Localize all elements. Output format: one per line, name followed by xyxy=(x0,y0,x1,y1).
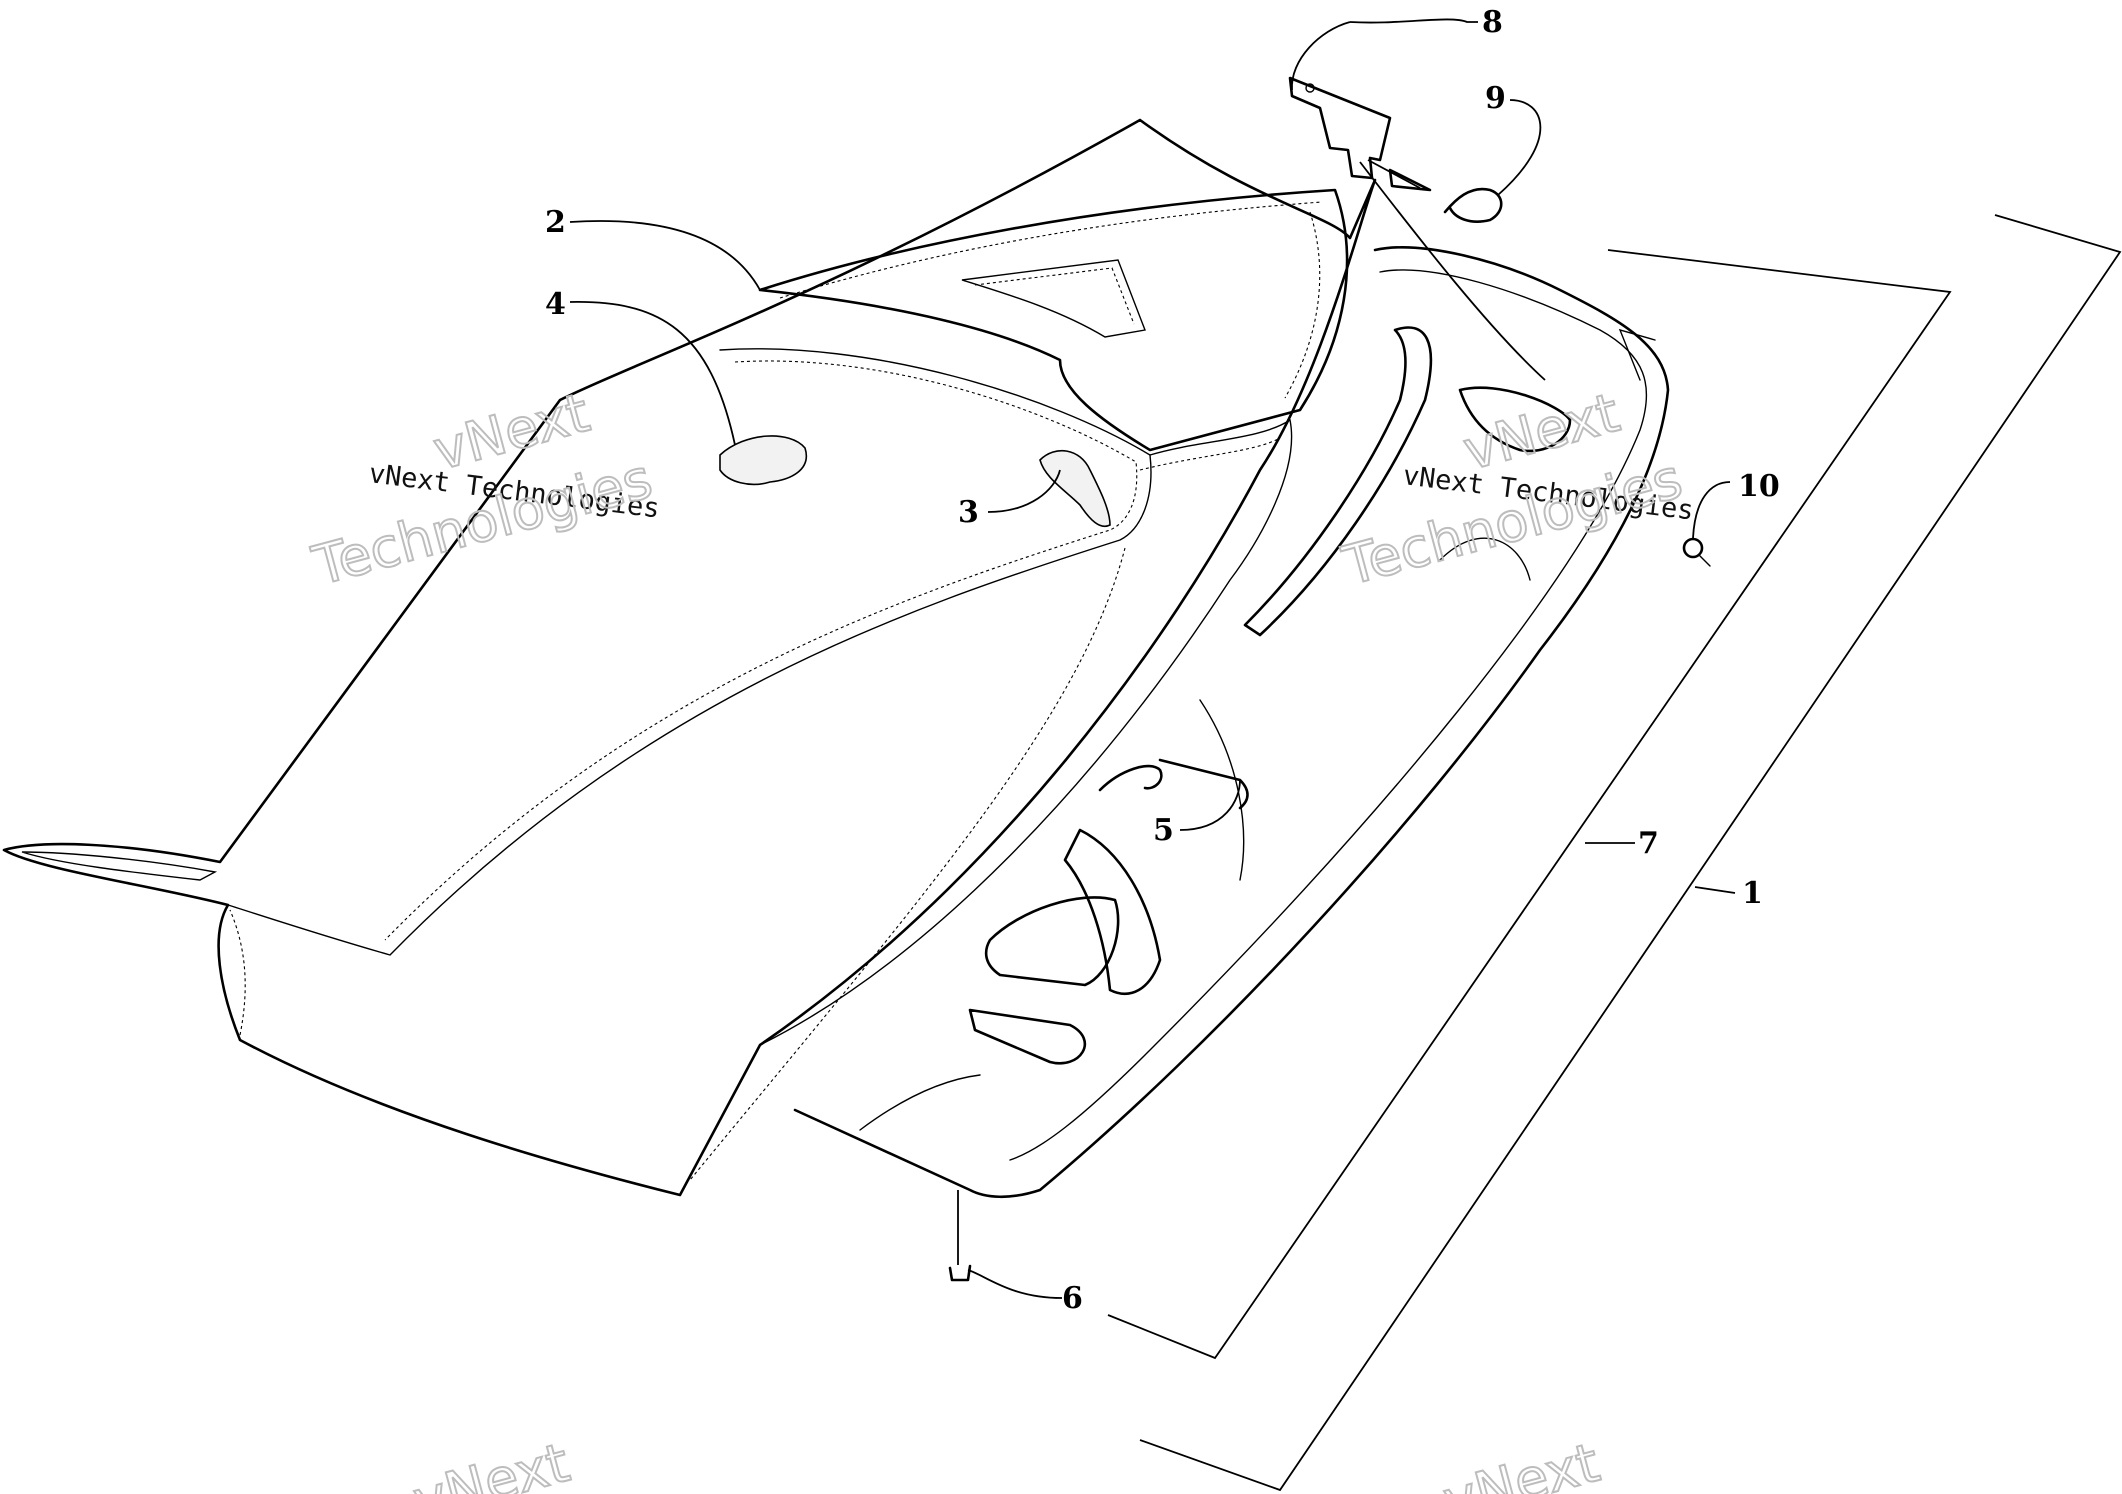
seat-side-panel xyxy=(759,418,1293,1046)
foam-patch-large xyxy=(719,435,808,486)
seat-pan-rib-upper xyxy=(1243,326,1433,637)
seat-pan-latch-slot xyxy=(968,1008,1087,1065)
foam-patch-small xyxy=(1039,449,1111,527)
seat-base-pan xyxy=(793,246,1670,1199)
seat-front-lip xyxy=(21,851,218,881)
assembly-brackets xyxy=(1107,214,2122,1492)
clip-part xyxy=(948,1264,972,1282)
callout-9: 9 xyxy=(1485,81,1506,116)
hook-clip-part xyxy=(1443,187,1503,223)
callout-1: 1 xyxy=(1742,876,1763,911)
wire-hook-part xyxy=(1098,764,1163,792)
callout-8: 8 xyxy=(1482,5,1503,40)
seat-top-panel xyxy=(227,348,1152,956)
watermark-big-4a: vNext xyxy=(1437,1431,1606,1494)
seat-drawing xyxy=(2,118,1670,1199)
bracket-part xyxy=(1288,76,1392,180)
callout-2: 2 xyxy=(545,205,566,240)
callout-labels: 1 2 3 4 5 6 7 8 9 10 xyxy=(545,5,1780,1316)
group-bracket-1 xyxy=(1139,214,2122,1492)
hardware-parts xyxy=(719,76,1711,1282)
callout-4: 4 xyxy=(545,287,566,322)
watermark-big-3a: vNext xyxy=(407,1431,576,1494)
watermarks: vNext Technologies vNext Technologies vN… xyxy=(305,380,1695,1494)
fastener-part xyxy=(1682,537,1704,559)
seat-pan-pocket-lower xyxy=(984,896,1120,987)
seat-cover-outline xyxy=(2,118,1377,1197)
callout-7: 7 xyxy=(1638,826,1659,861)
seat-pan-pocket-upper xyxy=(1458,386,1572,453)
group-bracket-7 xyxy=(1107,249,1952,1360)
seat-pan-strap xyxy=(1063,828,1162,996)
leader-lines xyxy=(569,18,1736,1299)
callout-3: 3 xyxy=(958,495,979,530)
callout-10: 10 xyxy=(1738,469,1780,504)
seat-label-patch xyxy=(961,259,1146,338)
callout-6: 6 xyxy=(1062,1281,1083,1316)
callout-5: 5 xyxy=(1153,813,1174,848)
seat-backrest-panel xyxy=(758,188,1349,452)
